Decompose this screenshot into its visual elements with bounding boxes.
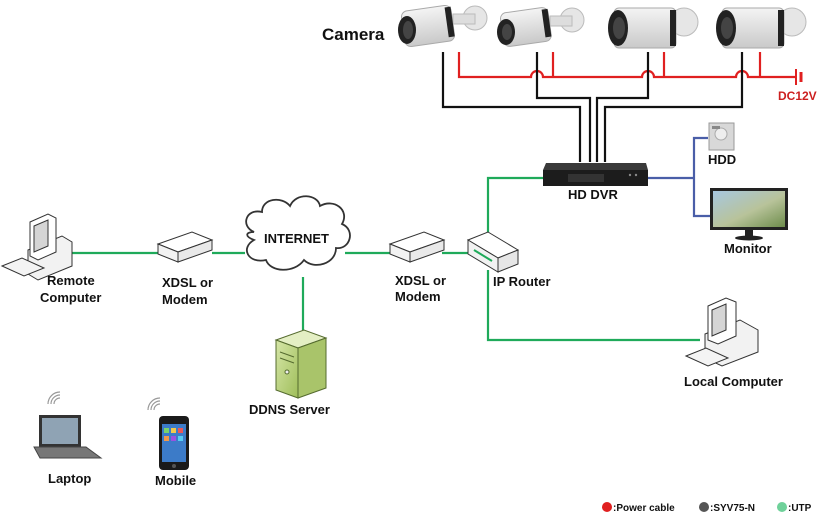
wifi-icon-mobile [147, 397, 161, 411]
gray-dot-icon [699, 502, 709, 512]
camera-label: Camera [322, 25, 385, 44]
legend-utp: :UTP [788, 503, 812, 514]
utp-cables [70, 176, 700, 342]
remote-computer-line2: Computer [40, 290, 101, 305]
camera-1 [398, 4, 488, 48]
modem-local-line1: XDSL or [395, 273, 446, 288]
hdd-label: HDD [708, 152, 736, 167]
camera-4 [716, 7, 807, 49]
modem-remote-line2: Modem [162, 292, 208, 307]
dc12v-label: DC12V [778, 89, 817, 103]
ddns-server-label: DDNS Server [249, 402, 330, 417]
dc-battery-icon [795, 69, 803, 85]
dvr-label: HD DVR [568, 187, 618, 202]
local-computer-label: Local Computer [684, 374, 783, 389]
legend: :Power cable :SYV75-N :UTP [602, 502, 812, 514]
modem-remote-line1: XDSL or [162, 275, 213, 290]
modem-local-line2: Modem [395, 289, 441, 304]
red-dot-icon [602, 502, 612, 512]
hdd-icon [708, 122, 735, 151]
laptop-icon [33, 415, 103, 459]
camera-2 [497, 7, 585, 47]
legend-syv75: :SYV75-N [710, 503, 755, 514]
remote-computer-line1: Remote [47, 273, 95, 288]
modem-remote-icon [156, 231, 214, 263]
monitor-icon [710, 188, 788, 241]
modem-local-icon [388, 231, 446, 263]
power-cable [457, 52, 796, 79]
monitor-label: Monitor [724, 241, 772, 256]
legend-power: :Power cable [613, 503, 675, 514]
internet-cloud-icon [245, 195, 351, 271]
camera-3 [608, 7, 699, 49]
green-dot-icon [777, 502, 787, 512]
ddns-server-icon [274, 329, 328, 399]
video-cables [646, 136, 710, 218]
mobile-phone-icon [159, 416, 189, 470]
remote-computer-icon [0, 213, 73, 281]
wifi-icon-laptop [47, 391, 61, 405]
coax-cables [441, 52, 744, 162]
router-label: IP Router [493, 274, 551, 289]
laptop-label: Laptop [48, 471, 91, 486]
dvr-device [543, 163, 648, 186]
router-icon [466, 231, 520, 273]
local-computer-icon [684, 297, 759, 367]
mobile-label: Mobile [155, 473, 196, 488]
internet-label: INTERNET [264, 231, 329, 246]
